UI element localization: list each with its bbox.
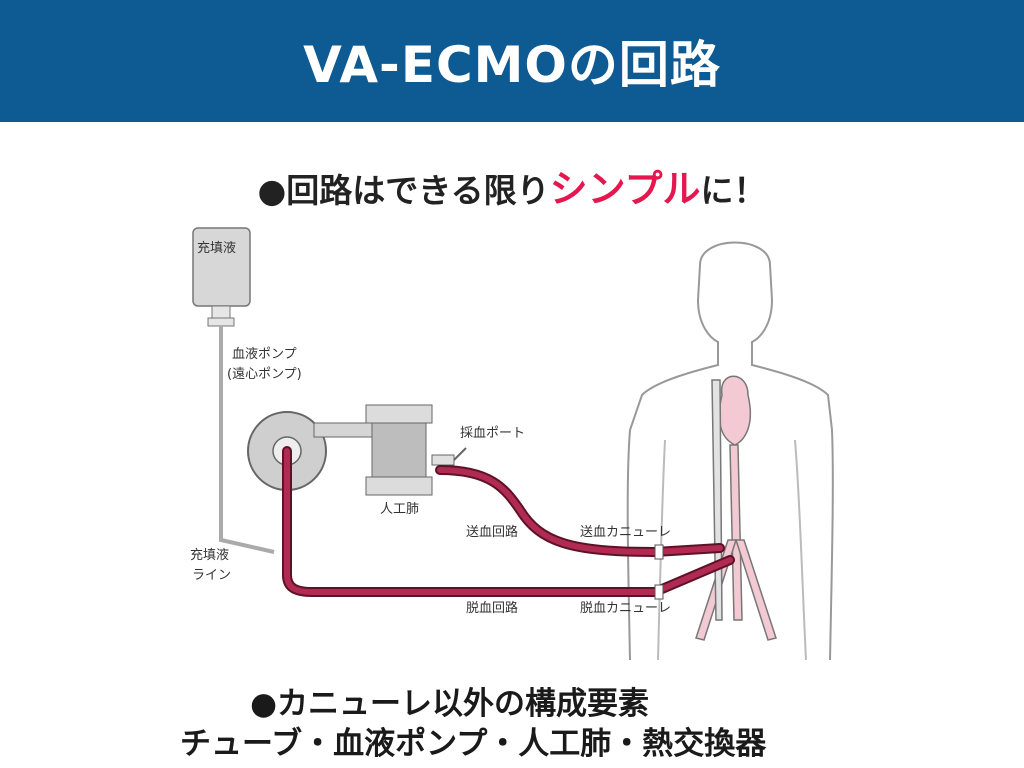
drainage-cannula-label: 脱血カニューレ xyxy=(580,601,672,616)
oxygenator-label: 人工肺 xyxy=(380,502,420,517)
blood-pump-label: 血液ポンプ xyxy=(232,347,297,362)
priming-fluid-label: 充填液 xyxy=(197,241,237,256)
vessels xyxy=(695,375,777,641)
sampling-port-label: 採血ポート xyxy=(460,426,526,441)
priming-bag xyxy=(192,227,251,327)
priming-line-label-2: ライン xyxy=(192,568,232,583)
subtitle-accent: シンプル xyxy=(549,167,701,211)
blood-tubing xyxy=(282,446,735,597)
priming-line-label-1: 充填液 xyxy=(190,548,230,563)
return-connector xyxy=(654,544,664,560)
components-list: チューブ・血液ポンプ・人工肺・熱交換器 xyxy=(180,726,767,762)
oxygenator xyxy=(365,404,467,496)
subtitle-bullet: ● xyxy=(257,171,287,210)
priming-line xyxy=(219,326,275,554)
return-circuit-label: 送血回路 xyxy=(466,525,519,540)
subtitle-suffix: に！ xyxy=(700,171,767,210)
centrifugal-pump xyxy=(247,411,375,491)
subtitle-prefix: 回路はできる限り xyxy=(286,171,550,210)
subtitle: ●回路はできる限りシンプルに！ xyxy=(0,158,1024,213)
return-cannula-label: 送血カニューレ xyxy=(580,525,672,540)
page-title: VA-ECMOの回路 xyxy=(303,36,721,94)
drainage-connector xyxy=(654,584,664,600)
components-heading: ●カニューレ以外の構成要素 xyxy=(250,686,650,722)
centrifugal-pump-label: (遠心ポンプ) xyxy=(227,367,302,382)
title-bar: VA-ECMOの回路 xyxy=(0,0,1024,122)
drainage-circuit-label: 脱血回路 xyxy=(466,601,519,616)
